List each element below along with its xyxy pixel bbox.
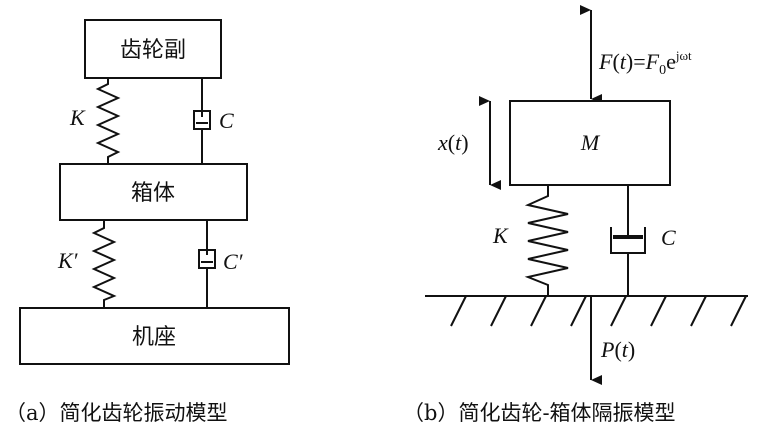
gear-pair-label: 齿轮副 xyxy=(120,38,186,63)
mass-box xyxy=(509,100,671,186)
gear-pair-box xyxy=(84,19,222,79)
caption-a: （a）简化齿轮振动模型 xyxy=(5,401,228,425)
spring xyxy=(524,185,569,296)
mass-label: M xyxy=(580,130,601,155)
lower-spring-label: K′ xyxy=(57,248,79,273)
spring-label: K xyxy=(492,223,509,248)
ground-force-label: P(t) xyxy=(600,337,635,362)
housing-label: 箱体 xyxy=(131,181,175,206)
displacement-label: x(t) xyxy=(437,130,469,155)
caption-b: （b）简化齿轮-箱体隔振模型 xyxy=(403,401,676,425)
damper-label: C xyxy=(661,225,676,250)
base-label: 机座 xyxy=(132,325,176,350)
ground-hatching xyxy=(450,295,747,327)
upper-spring-label: K xyxy=(69,105,86,130)
lower-spring xyxy=(91,220,117,308)
housing-box xyxy=(59,163,248,221)
diagram-b: F(t)=F0ejωt x(t) M K C xyxy=(403,5,748,425)
lower-damper-label: C′ xyxy=(223,249,244,274)
upper-damper-label: C xyxy=(219,108,234,133)
force-label: F(t)=F0ejωt xyxy=(598,48,692,78)
upper-spring xyxy=(95,78,121,164)
diagram-a: 齿轮副 K C 箱体 K′ C′ 机座 （a）简化齿轮振动模型 xyxy=(5,19,290,425)
base-box xyxy=(19,307,290,365)
